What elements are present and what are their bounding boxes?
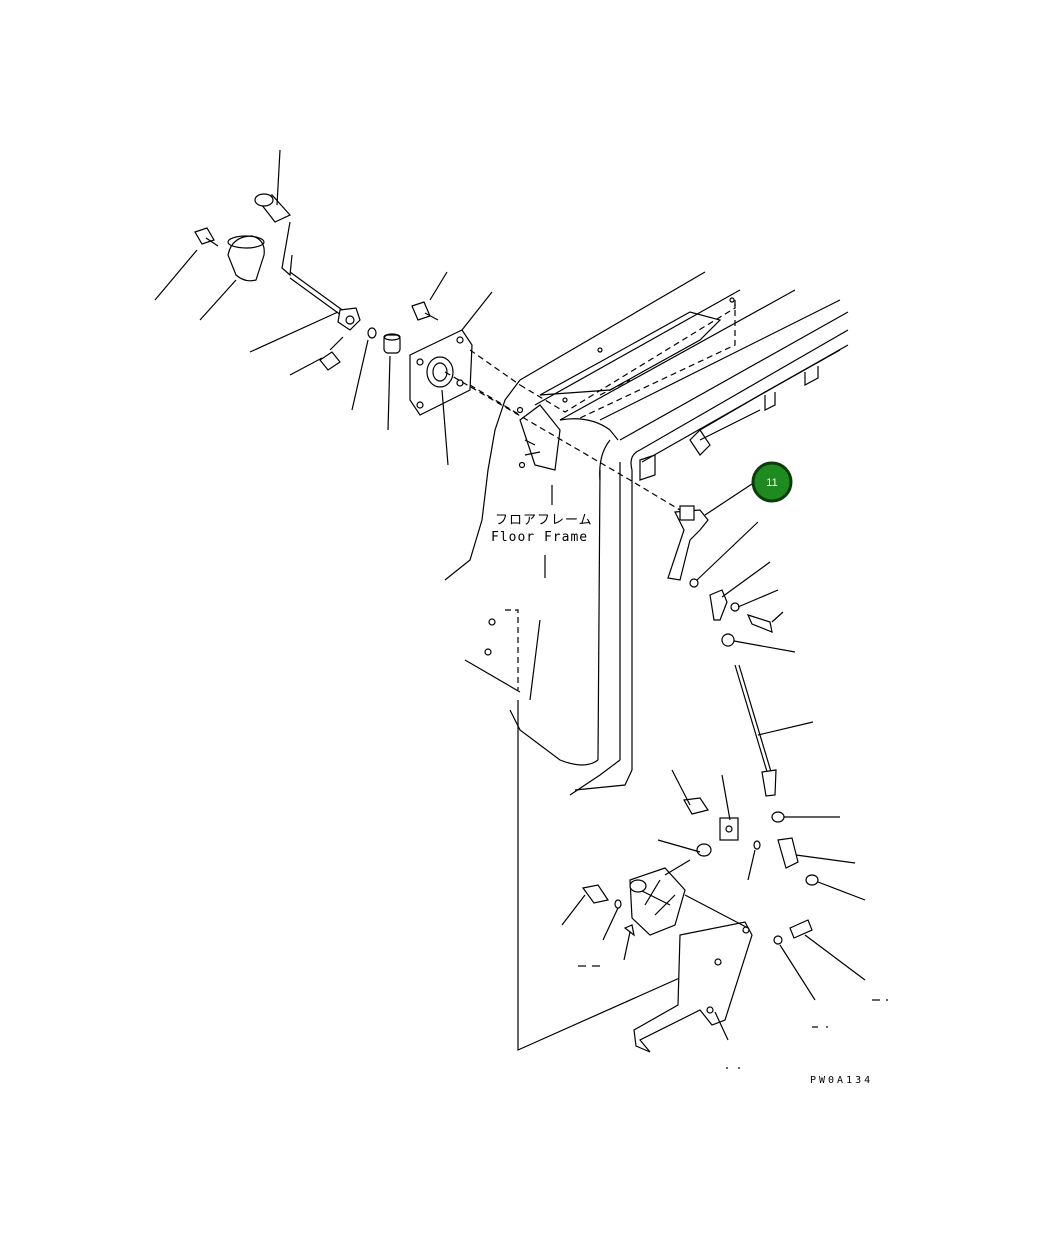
floor-frame-label-jp: フロアフレーム bbox=[495, 513, 593, 528]
callout-11-circle bbox=[751, 461, 793, 503]
floor-frame-label-en: Floor Frame bbox=[491, 530, 588, 545]
linkage-assembly bbox=[581, 505, 819, 1053]
callout-11-number: 11 bbox=[766, 477, 777, 489]
lever-assembly bbox=[194, 149, 681, 511]
callout-11[interactable]: 11 bbox=[751, 461, 793, 503]
mount-outline bbox=[464, 609, 721, 1051]
residual-marks bbox=[578, 965, 888, 1069]
floor-frame bbox=[444, 271, 849, 796]
leader-lines-right bbox=[561, 479, 866, 1041]
leader-lines-upper bbox=[154, 249, 493, 466]
drawing-code: PW0A134 bbox=[810, 1075, 873, 1086]
